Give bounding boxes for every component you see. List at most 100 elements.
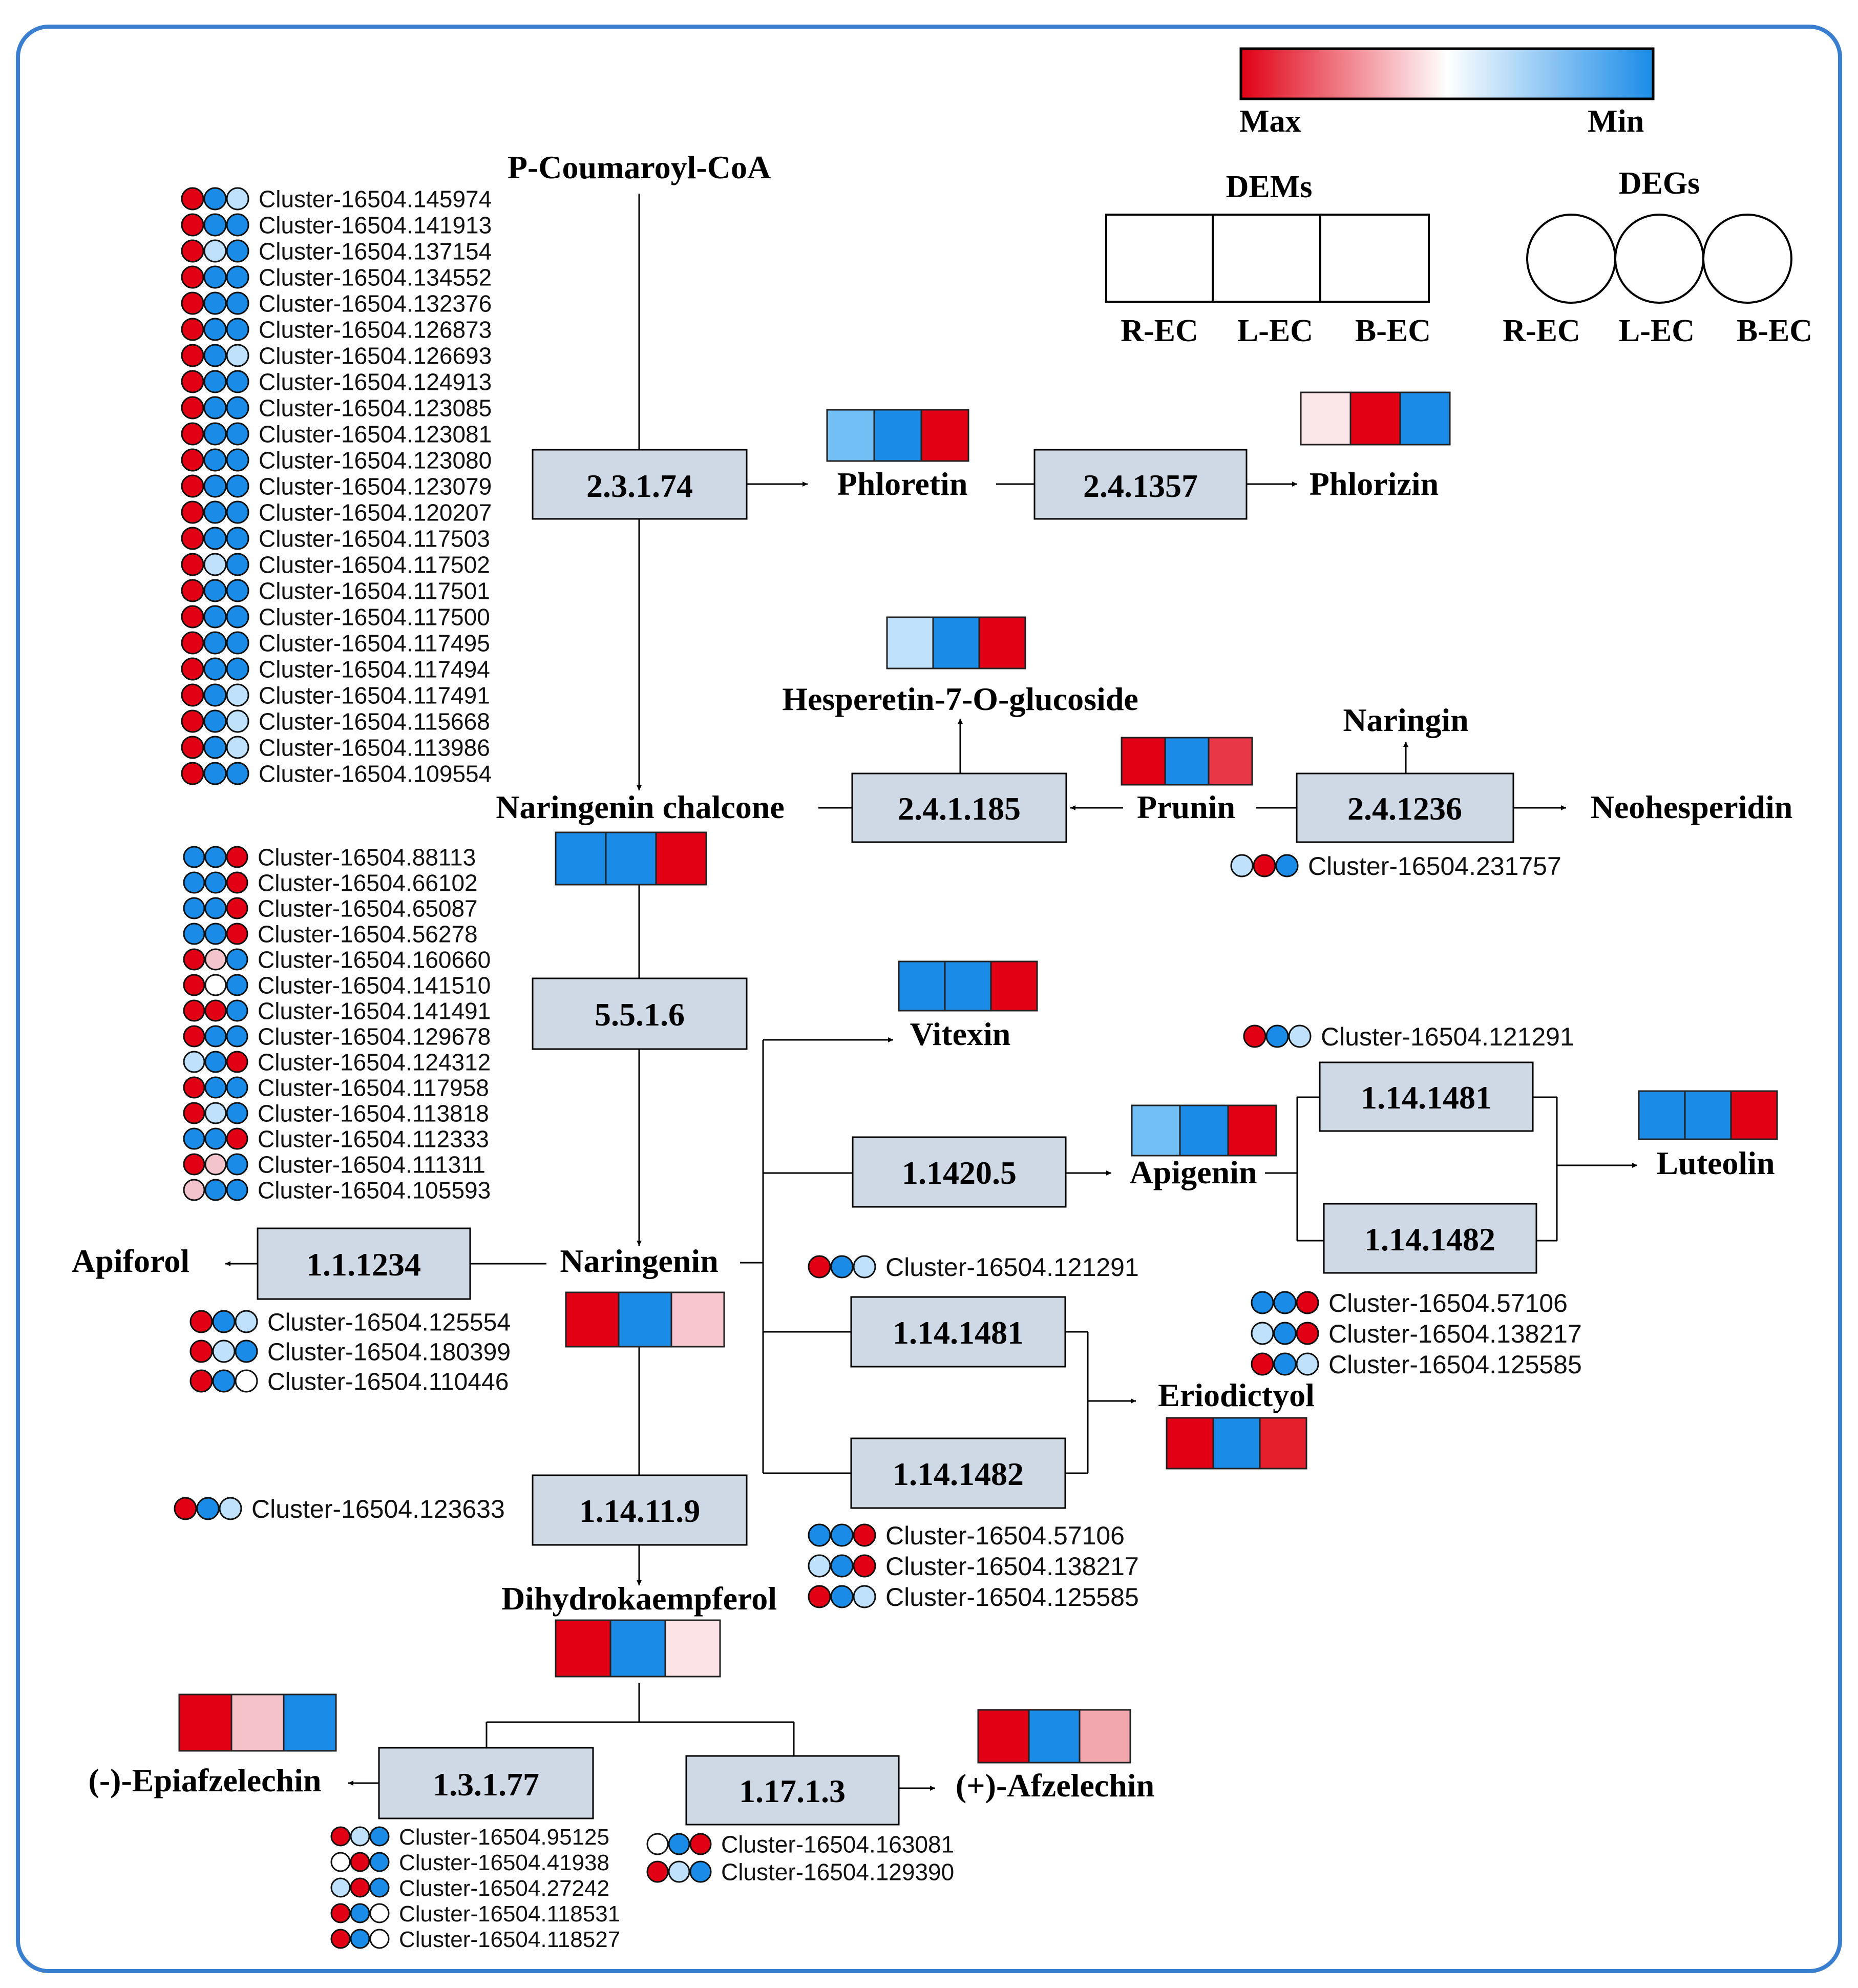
- gene-expression-dot: [203, 553, 227, 576]
- gene-group-g1-14-148-mid-single: Cluster-16504.121291: [808, 1253, 1139, 1282]
- gene-id-label: Cluster-16504.118531: [399, 1901, 620, 1927]
- gene-expression-dot: [226, 631, 249, 655]
- gene-expression-dot: [1273, 1352, 1297, 1376]
- gene-row: Cluster-16504.137154: [181, 238, 492, 265]
- heatmap-cell: [826, 409, 875, 462]
- gene-expression-dot: [226, 736, 249, 759]
- gene-row: Cluster-16504.121291: [808, 1253, 1139, 1282]
- gene-row: Cluster-16504.27242: [330, 1876, 609, 1901]
- gene-expression-dot: [203, 527, 227, 550]
- outer-frame: [16, 25, 1842, 1973]
- heatmap-cell: [1684, 1090, 1732, 1140]
- compound-prunin: Prunin: [1137, 789, 1235, 825]
- gene-group-g1-3-1-77: Cluster-16504.95125Cluster-16504.41938Cl…: [330, 1825, 620, 1952]
- gene-row: Cluster-16504.141913: [181, 212, 492, 239]
- compound-phlorizin: Phlorizin: [1310, 466, 1439, 502]
- gene-expression-dot: [183, 1076, 205, 1099]
- gene-expression-dot: [203, 396, 227, 420]
- gene-row: Cluster-16504.113986: [181, 735, 490, 761]
- gene-expression-dot: [226, 657, 249, 681]
- gene-id-label: Cluster-16504.123085: [259, 395, 492, 422]
- compound-naringenin: Naringenin: [560, 1243, 718, 1279]
- heatmap-cell: [1166, 1417, 1214, 1470]
- gene-group-g1-1-1234: Cluster-16504.125554Cluster-16504.180399…: [189, 1309, 511, 1395]
- gene-expression-dot: [330, 1877, 351, 1898]
- gene-id-label: Cluster-16504.117502: [259, 552, 490, 578]
- gene-group-g1-14-11-9: Cluster-16504.123633: [174, 1495, 505, 1523]
- enzyme-1-14-1482-mid: 1.14.1482: [850, 1437, 1066, 1509]
- gene-expression-dot: [1253, 854, 1276, 877]
- gene-expression-dot: [830, 1255, 854, 1279]
- enzyme-label: 5.5.1.6: [595, 996, 685, 1033]
- gene-expression-dot: [203, 239, 227, 263]
- gene-group-g2-4-1236: Cluster-16504.231757: [1230, 852, 1561, 881]
- gene-row: Cluster-16504.117958: [183, 1075, 489, 1101]
- gene-id-label: Cluster-16504.120207: [259, 499, 492, 526]
- gene-expression-dot: [203, 605, 227, 629]
- gene-row: Cluster-16504.129678: [183, 1023, 491, 1050]
- gene-row: Cluster-16504.117491: [181, 682, 490, 709]
- legend-deg-group-2: L-EC: [1619, 313, 1695, 348]
- gene-id-label: Cluster-16504.141510: [258, 972, 491, 999]
- heatmap-phlorizin: [1300, 391, 1451, 446]
- heatmap-naringenin: [565, 1291, 725, 1348]
- gene-expression-lists: Cluster-16504.145974Cluster-16504.141913…: [174, 186, 1582, 1952]
- gene-row: Cluster-16504.123081: [181, 421, 492, 448]
- gene-id-label: Cluster-16504.125585: [885, 1583, 1139, 1612]
- gene-id-label: Cluster-16504.180399: [267, 1338, 511, 1366]
- legend-dem-group-1: R-EC: [1121, 313, 1198, 348]
- gene-expression-dot: [226, 683, 249, 707]
- enzyme-label: 2.4.1357: [1083, 468, 1198, 504]
- enzyme-1-14-1481-mid: 1.14.1481: [850, 1296, 1066, 1368]
- gene-row: Cluster-16504.57106: [1251, 1289, 1568, 1317]
- heatmap-afzelechin: [977, 1709, 1131, 1764]
- gene-expression-dot: [203, 736, 227, 759]
- heatmap-cell: [920, 409, 969, 462]
- gene-expression-dot: [226, 213, 249, 237]
- heatmap-cell: [1121, 737, 1166, 786]
- gene-expression-dot: [203, 213, 227, 237]
- gene-expression-dot: [183, 974, 205, 996]
- gene-expression-dot: [369, 1826, 390, 1847]
- gene-expression-dot: [330, 1826, 351, 1847]
- gene-expression-dot: [204, 974, 227, 996]
- gene-id-label: Cluster-16504.117494: [259, 656, 490, 683]
- heatmap-cell: [1399, 391, 1451, 446]
- gene-row: Cluster-16504.113818: [183, 1100, 489, 1127]
- gene-expression-dot: [189, 1369, 213, 1393]
- gene-expression-dot: [212, 1340, 236, 1363]
- compound-phloretin: Phloretin: [837, 466, 968, 502]
- gene-group-g1-14-148-mid: Cluster-16504.57106Cluster-16504.138217C…: [808, 1521, 1139, 1612]
- gene-group-g2-3-1-74: Cluster-16504.145974Cluster-16504.141913…: [181, 186, 492, 787]
- gene-expression-dot: [181, 709, 204, 733]
- gene-expression-dot: [181, 265, 204, 289]
- gene-expression-dot: [226, 1025, 248, 1048]
- legend-dem-box-3: [1319, 214, 1430, 303]
- heatmap-cell: [1028, 1709, 1081, 1764]
- pathway-connectors: [225, 194, 1637, 1791]
- gene-expression-dot: [226, 1127, 248, 1150]
- enzyme-boxes: 2.3.1.74 2.4.1357 2.4.1.185 2.4.1236 5.5…: [257, 449, 1537, 1826]
- enzyme-label: 1.3.1.77: [433, 1766, 539, 1803]
- gene-expression-dot: [203, 265, 227, 289]
- gene-id-label: Cluster-16504.124312: [258, 1049, 491, 1076]
- gene-row: Cluster-16504.112333: [183, 1126, 489, 1153]
- gene-expression-dot: [181, 396, 204, 420]
- gene-expression-dot: [181, 605, 204, 629]
- gene-id-label: Cluster-16504.57106: [885, 1521, 1125, 1550]
- gene-expression-dot: [1265, 1024, 1289, 1048]
- gene-expression-dot: [181, 187, 204, 211]
- gene-expression-dot: [181, 579, 204, 602]
- gene-expression-dot: [181, 762, 204, 785]
- gene-expression-dot: [226, 265, 249, 289]
- heatmap-cell: [932, 616, 980, 669]
- gene-expression-dot: [219, 1497, 242, 1520]
- gene-expression-dot: [183, 1051, 205, 1073]
- compound-naringenin-chalcone: Naringenin chalcone: [496, 789, 785, 825]
- gene-expression-dot: [369, 1903, 390, 1923]
- gene-expression-dot: [226, 448, 249, 472]
- heatmap-cell: [1259, 1417, 1307, 1470]
- legend-deg-circle-2: [1614, 214, 1704, 304]
- gene-expression-dot: [183, 1127, 205, 1150]
- gene-expression-dot: [183, 1153, 205, 1176]
